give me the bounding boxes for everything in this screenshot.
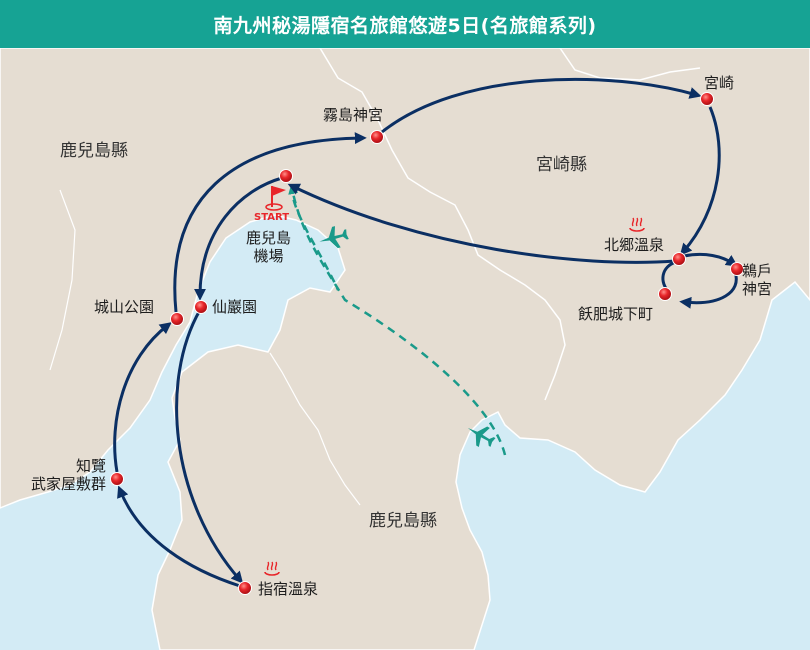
route-udo-to-obi (679, 271, 738, 309)
prefecture-label-kagoshima-south: 鹿兒島縣 (369, 511, 437, 531)
route-miyazaki-to-kitago (679, 106, 721, 256)
stop-label-chiran-line1: 知覽 (75, 457, 106, 475)
flight-path-return (290, 185, 340, 291)
stop-label-airport: 鹿兒島 機場 (246, 229, 291, 265)
stop-marker-icon (730, 262, 744, 276)
stop-label-kitago: 北郷溫泉 (604, 236, 665, 254)
flight-path (288, 184, 507, 456)
stop-label-chiran: 知覽 武家屋敷群 (22, 457, 106, 493)
route-chiran-to-shiroyama (113, 322, 172, 473)
route-kitago-to-airport (287, 183, 676, 264)
stop-marker-icon (194, 300, 208, 314)
start-flag-icon (265, 186, 286, 211)
route-ibusuki-to-chiran (117, 485, 241, 588)
page-title: 南九州秘湯隱宿名旅館悠遊5日(名旅館系列) (0, 0, 810, 48)
stop-label-miyazaki: 宮崎 (704, 74, 735, 92)
stop-marker-icon (700, 92, 714, 106)
cape-coastline (49, 189, 76, 371)
route-senganen-to-ibusuki (175, 309, 244, 584)
hot-spring-icon (264, 561, 280, 576)
start-label: START (254, 212, 290, 223)
prefecture-border-west (319, 47, 566, 401)
route-kirishima-to-miyazaki (381, 77, 702, 134)
airplane-icon (467, 426, 496, 448)
stop-label-udo: 鵜戶 神宮 (742, 262, 772, 298)
stop-label-senganen: 仙巖園 (212, 298, 258, 316)
stop-marker-icon (672, 252, 686, 266)
stop-label-ibusuki: 指宿溫泉 (258, 580, 319, 598)
airplane-icon (319, 226, 349, 249)
stop-marker-icon (279, 169, 293, 183)
stop-marker-icon (238, 581, 252, 595)
prefecture-border-north (559, 47, 701, 81)
prefecture-label-kagoshima-west: 鹿兒島縣 (60, 141, 128, 161)
bay-coastline (269, 352, 361, 506)
prefecture-label-miyazaki: 宮崎縣 (536, 155, 587, 175)
stop-marker-icon (658, 287, 672, 301)
stop-label-chiran-line2: 武家屋敷群 (30, 475, 106, 493)
stop-marker-icon (370, 130, 384, 144)
route-shiroyama-to-kirishima (173, 132, 367, 313)
stop-label-airport-line2: 機場 (253, 247, 284, 265)
stop-marker-icon (110, 472, 124, 486)
route-airport-to-senganen (194, 176, 283, 301)
stop-label-udo-line2: 神宮 (742, 280, 773, 298)
stop-label-udo-line1: 鵜戶 (742, 262, 773, 280)
hot-spring-icon (629, 217, 645, 232)
stop-label-airport-line1: 鹿兒島 (246, 229, 292, 247)
stop-label-shiroyama: 城山公園 (94, 298, 155, 316)
route-kitago-to-udo (683, 252, 738, 267)
stop-marker-icon (170, 312, 184, 326)
stop-label-obi: 飫肥城下町 (578, 305, 654, 323)
stop-label-kirishima: 霧島神宮 (323, 106, 384, 124)
